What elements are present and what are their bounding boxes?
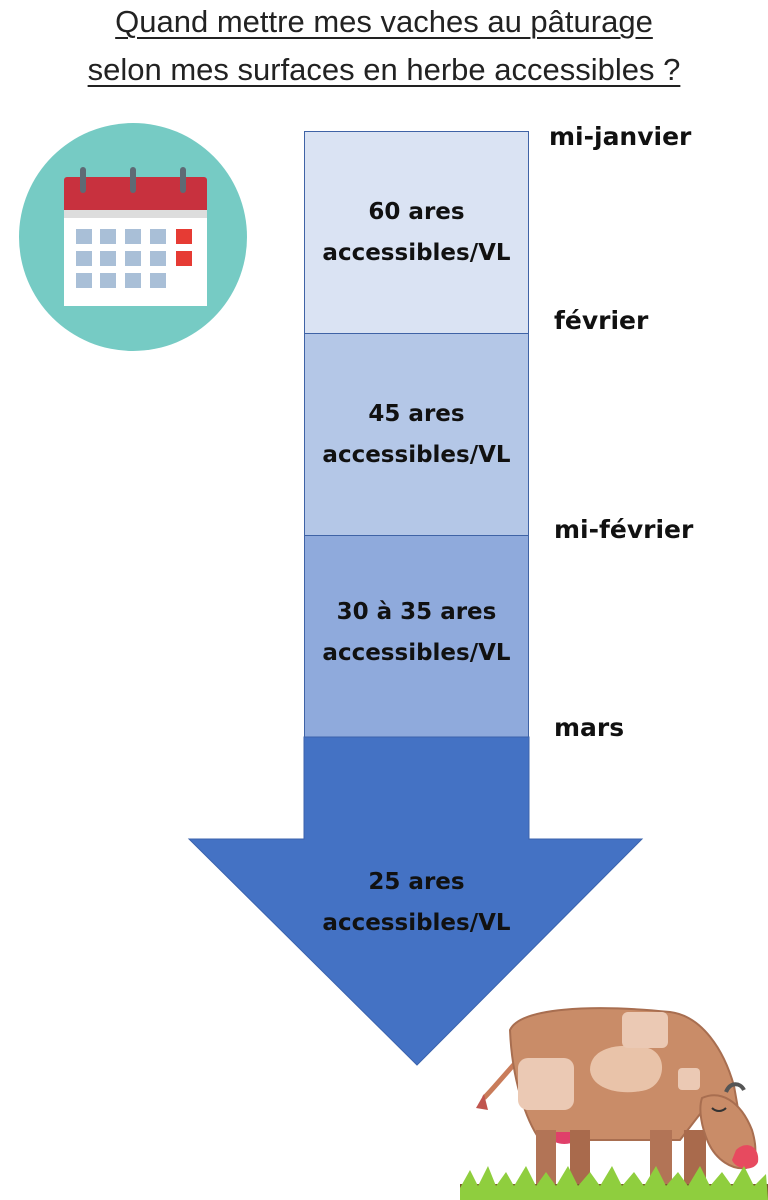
- stage-4-area: 25 ares: [368, 869, 465, 895]
- stage-1-label: 60 ares accessibles/VL: [322, 192, 510, 274]
- stage-2-unit: accessibles/VL: [322, 441, 511, 468]
- month-label-mi-fevrier: mi-février: [554, 515, 694, 544]
- title-line-1: Quand mettre mes vaches au pâturage: [115, 4, 653, 39]
- stage-2-area: 45 ares: [368, 400, 465, 427]
- stage-1-area: 60 ares: [368, 198, 465, 225]
- stage-block-3: 30 à 35 ares accessibles/VL: [304, 535, 529, 738]
- month-label-mars: mars: [554, 713, 625, 742]
- calendar-icon: [19, 123, 247, 351]
- stage-1-unit: accessibles/VL: [322, 239, 511, 266]
- stage-block-2: 45 ares accessibles/VL: [304, 333, 529, 536]
- stage-4-label: 25 ares accessibles/VL: [304, 862, 529, 944]
- stage-2-label: 45 ares accessibles/VL: [322, 394, 510, 476]
- month-label-mi-janvier: mi-janvier: [549, 122, 692, 151]
- title-line-2: selon mes surfaces en herbe accessibles …: [87, 52, 681, 87]
- stage-3-unit: accessibles/VL: [322, 639, 511, 666]
- stage-3-area: 30 à 35 ares: [336, 598, 497, 625]
- stage-4-unit: accessibles/VL: [322, 910, 511, 936]
- stage-3-label: 30 à 35 ares accessibles/VL: [322, 592, 510, 674]
- cow-icon: [460, 1007, 768, 1200]
- month-label-fevrier: février: [554, 306, 649, 335]
